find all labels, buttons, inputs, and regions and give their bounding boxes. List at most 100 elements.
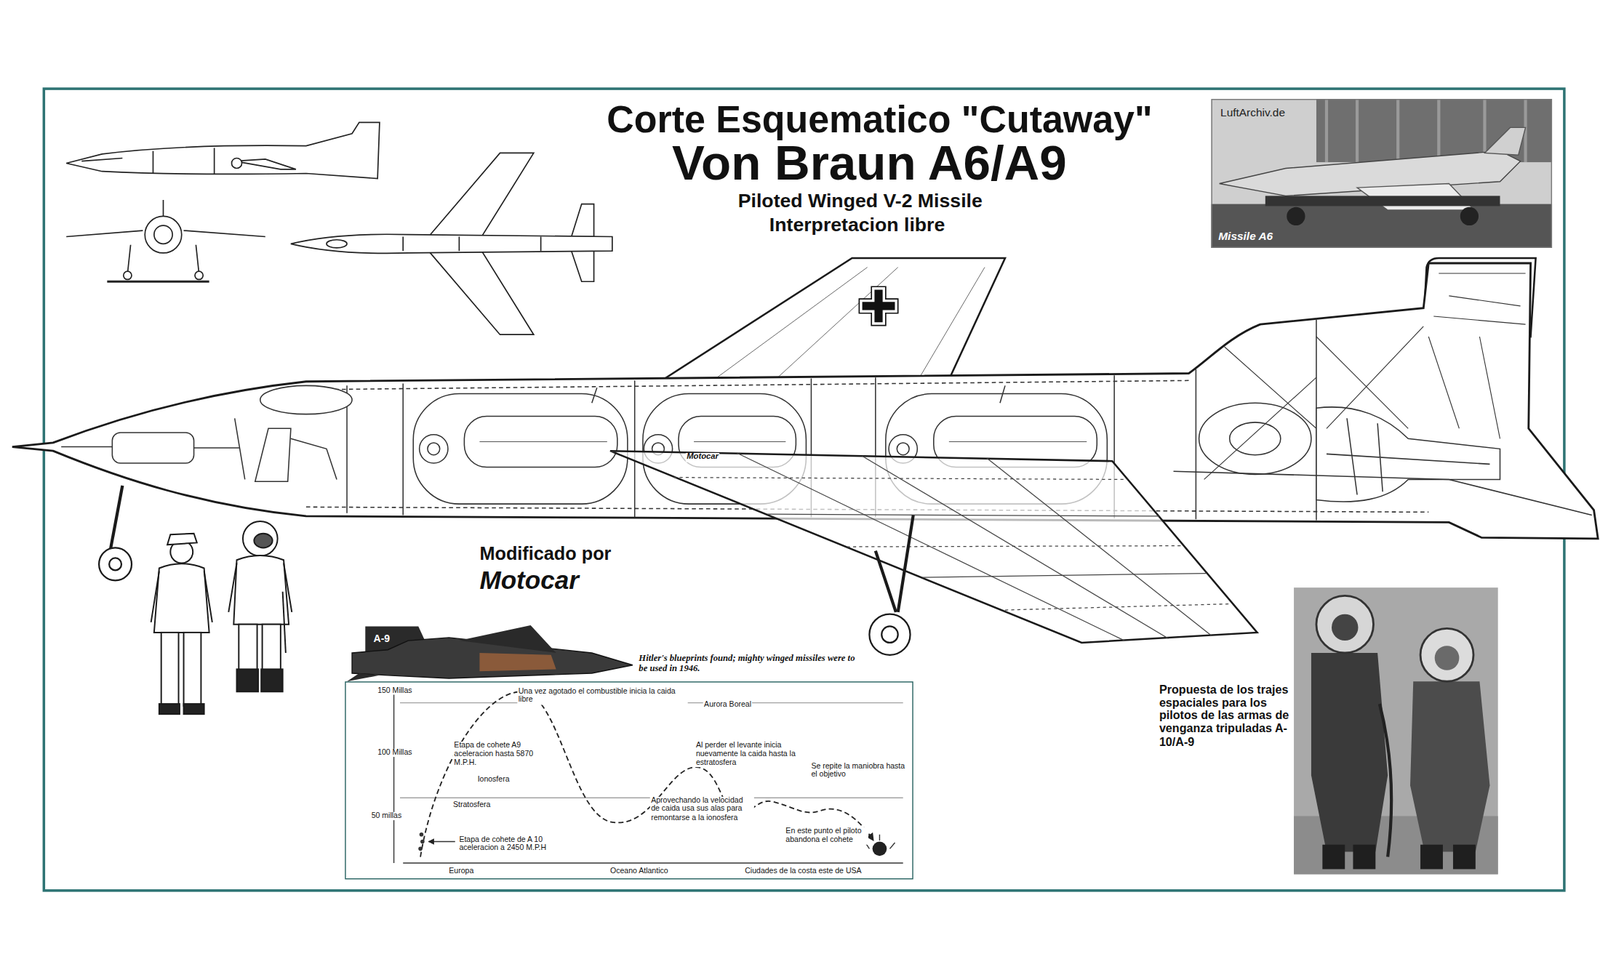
officer-figure	[154, 563, 210, 633]
front-view	[194, 271, 203, 280]
internal-structure	[1428, 336, 1500, 439]
pilot-figure	[228, 521, 292, 692]
a9-render	[479, 653, 556, 672]
internal-structure	[419, 434, 448, 464]
internal-structure	[874, 377, 877, 518]
top-view	[458, 237, 461, 252]
main-title: Von Braun A6/A9	[672, 136, 1067, 191]
internal-structure	[896, 442, 910, 456]
spacesuit-photo	[1379, 704, 1392, 857]
internal-structure	[346, 385, 348, 513]
landing-gear	[875, 515, 914, 613]
fuselage	[12, 263, 1598, 539]
panel-text: 150 Millas	[376, 686, 414, 696]
trajectory-chart	[428, 841, 455, 843]
internal-structure	[693, 441, 786, 443]
a6-photo	[1357, 184, 1475, 211]
panel-text: Europa	[448, 867, 475, 877]
upper-wing	[663, 258, 1006, 380]
internal-structure	[413, 394, 628, 505]
front-view	[195, 245, 199, 274]
side-view	[213, 147, 216, 174]
panel-text: Missile A6	[1218, 229, 1273, 243]
spacesuit-photo	[1293, 587, 1499, 875]
tank-label: Motocar	[685, 453, 720, 462]
subtitle: Interpretacion libre	[769, 215, 945, 237]
officer-figure	[184, 704, 205, 715]
panel-text: Oceano Atlantico	[609, 867, 670, 877]
heading-line: Corte Esquematico "Cutaway"	[606, 99, 1152, 142]
internal-structure	[255, 428, 291, 482]
internal-structure	[194, 447, 240, 449]
balkenkreuz	[862, 289, 896, 323]
trajectory-panel: 150 MillasUna vez agotado el combustible…	[344, 681, 914, 880]
internal-structure	[949, 441, 1087, 443]
panel-text: LuftArchiv.de	[1220, 106, 1286, 119]
internal-structure	[479, 441, 607, 443]
lower-wing	[862, 456, 1169, 639]
a9-render	[458, 625, 556, 654]
balkenkreuz	[858, 286, 898, 326]
front-view	[127, 245, 131, 274]
landing-gear	[98, 547, 132, 581]
side-view	[152, 151, 155, 174]
internal-structure	[1195, 369, 1198, 520]
trajectory-chart	[865, 834, 896, 850]
landing-gear	[881, 626, 898, 643]
panel-text: 50 millas	[370, 812, 403, 822]
balkenkreuz	[858, 286, 898, 326]
front-view	[162, 200, 165, 216]
officer-figure	[167, 533, 198, 545]
pilot-figure	[282, 592, 286, 654]
top-view	[290, 152, 613, 335]
panel-text: Al perder el levante inicia nuevamente l…	[694, 741, 811, 768]
top-view	[428, 152, 534, 237]
spacesuit-photo	[1352, 845, 1376, 870]
internal-structure	[234, 418, 337, 480]
internal-structure	[1113, 375, 1115, 518]
internal-structure	[1433, 273, 1526, 325]
landing-gear	[869, 614, 910, 656]
a9-render	[352, 637, 633, 679]
internal-structure	[888, 434, 918, 464]
panel-text: En este punto el piloto abandona el cohe…	[784, 827, 869, 845]
landing-gear	[109, 557, 122, 571]
spacesuit-photo	[1311, 653, 1388, 853]
panel-text: Se repite la maniobra hasta el objetivo	[810, 762, 907, 779]
top-view	[540, 237, 542, 252]
a9-render	[346, 673, 380, 682]
lower-wing	[922, 573, 1206, 579]
pilot-figure	[228, 562, 292, 612]
lower-wing	[847, 546, 1184, 547]
lower-wing	[736, 453, 1125, 641]
internal-structure	[810, 378, 813, 518]
spacesuit-photo	[1434, 645, 1460, 671]
panel-text: Etapa de cohete de A 10 aceleracion a 24…	[458, 835, 555, 853]
trajectory-chart	[419, 833, 423, 837]
upper-wing	[663, 258, 1006, 380]
internal-structure	[402, 384, 404, 516]
a9-render	[365, 626, 431, 653]
photo-panel: LuftArchiv.deMissile A6	[1210, 98, 1552, 248]
officer-figure	[184, 632, 202, 707]
trajectory-chart	[872, 842, 888, 857]
internal-structure	[1315, 318, 1318, 521]
internal-structure	[1326, 418, 1490, 495]
panel-text: Ionosfera	[476, 775, 511, 784]
internal-structure	[933, 416, 1097, 467]
officer-figure	[151, 533, 213, 715]
top-view	[571, 204, 595, 238]
front-view	[123, 271, 132, 280]
tail-fin	[1423, 258, 1536, 337]
pilot-figure	[262, 624, 281, 674]
spacesuit-photo	[1420, 628, 1474, 682]
panel-text: Ciudades de la costa este de USA	[744, 867, 863, 877]
top-view	[402, 237, 404, 252]
internal-structure	[1229, 422, 1281, 456]
internal-structure	[1204, 326, 1424, 480]
internal-structure	[652, 442, 665, 456]
a6-photo	[1210, 98, 1552, 248]
lower-wing	[1005, 604, 1230, 611]
pilot-figure	[253, 533, 272, 549]
